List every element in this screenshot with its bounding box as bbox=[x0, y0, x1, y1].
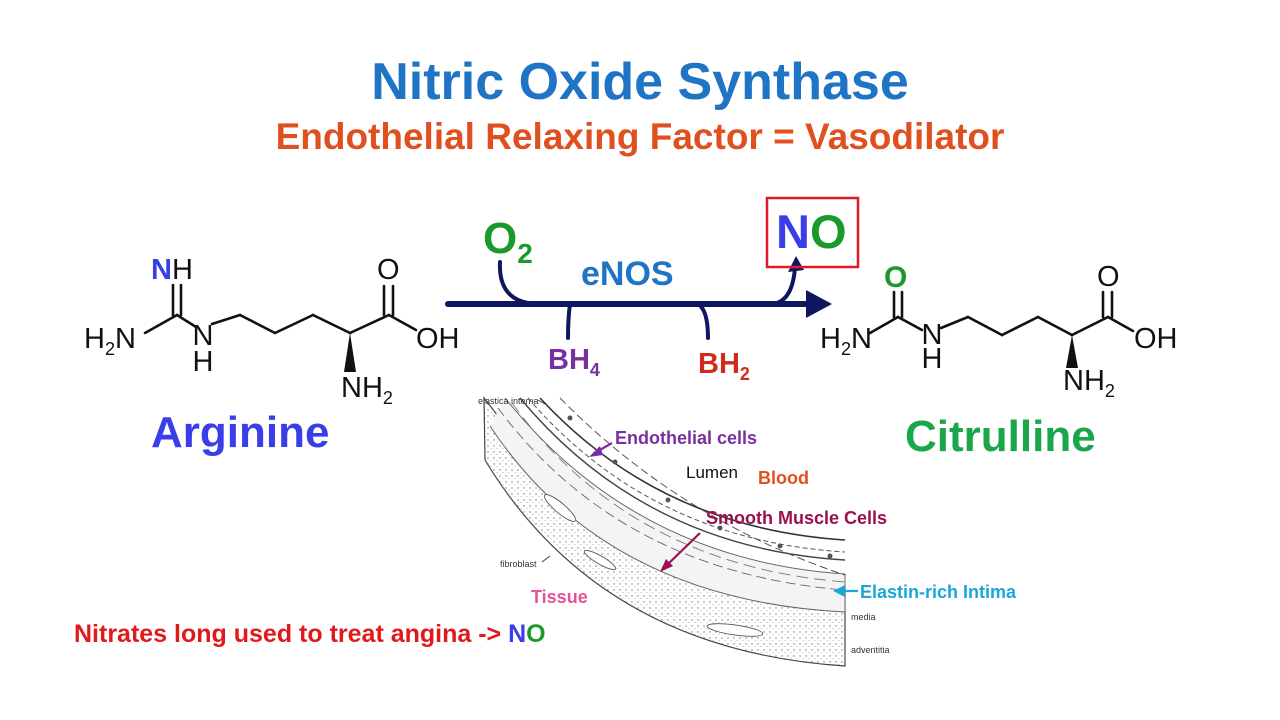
bh2-label: BH2 bbox=[698, 348, 750, 384]
vessel-wall-illustration bbox=[483, 396, 846, 667]
smooth-muscle-arrowhead bbox=[660, 559, 673, 572]
arginine-wedge-bond bbox=[344, 333, 356, 372]
lumen-label: Lumen bbox=[686, 463, 738, 482]
adventitia-label: adventitia bbox=[851, 645, 890, 655]
arginine-carbonyl-o: O bbox=[377, 254, 400, 286]
page-title: Nitric Oxide Synthase bbox=[371, 53, 909, 111]
endothelial-cells-label: Endothelial cells bbox=[615, 428, 758, 448]
citrulline-label: Citrulline bbox=[905, 412, 1096, 461]
enos-label: eNOS bbox=[581, 255, 674, 293]
elastin-arrowhead bbox=[833, 585, 845, 597]
o2-label: O2 bbox=[483, 214, 533, 269]
no-product-label: NO bbox=[776, 205, 847, 258]
citrulline-oh: OH bbox=[1134, 323, 1178, 355]
no-product-box bbox=[765, 196, 860, 269]
bh4-label: BH4 bbox=[548, 344, 600, 380]
fibroblast-label: fibroblast bbox=[500, 559, 537, 569]
arginine-imine-n: NH bbox=[151, 254, 193, 286]
elastica-interna-label: elastica interna bbox=[478, 396, 539, 406]
blood-label: Blood bbox=[758, 468, 809, 488]
arginine-nh2: NH2 bbox=[341, 372, 393, 408]
smooth-muscle-label: Smooth Muscle Cells bbox=[706, 508, 888, 528]
reaction-arrows bbox=[445, 260, 815, 340]
tissue-label: Tissue bbox=[531, 587, 588, 607]
page-subtitle: Endothelial Relaxing Factor = Vasodilato… bbox=[275, 116, 1005, 157]
citrulline-h2n: H2N bbox=[820, 323, 872, 359]
arginine-oh: OH bbox=[416, 323, 460, 355]
citrulline-carbonyl-o: O bbox=[1097, 261, 1120, 293]
arginine-structure bbox=[143, 283, 418, 335]
reaction-arrowhead bbox=[806, 290, 832, 318]
nitrates-note: Nitrates long used to treat angina -> NO bbox=[74, 620, 546, 648]
elastin-intima-label: Elastin-rich Intima bbox=[860, 582, 1017, 602]
arginine-h2n: H2N bbox=[84, 323, 136, 359]
arginine-label: Arginine bbox=[151, 408, 330, 457]
citrulline-structure bbox=[868, 290, 1135, 337]
citrulline-wedge-bond bbox=[1066, 335, 1078, 368]
endothelial-arrowhead bbox=[589, 446, 603, 457]
citrulline-green-o: O bbox=[884, 261, 908, 294]
media-label: media bbox=[851, 612, 876, 622]
citrulline-nh2: NH2 bbox=[1063, 365, 1115, 401]
